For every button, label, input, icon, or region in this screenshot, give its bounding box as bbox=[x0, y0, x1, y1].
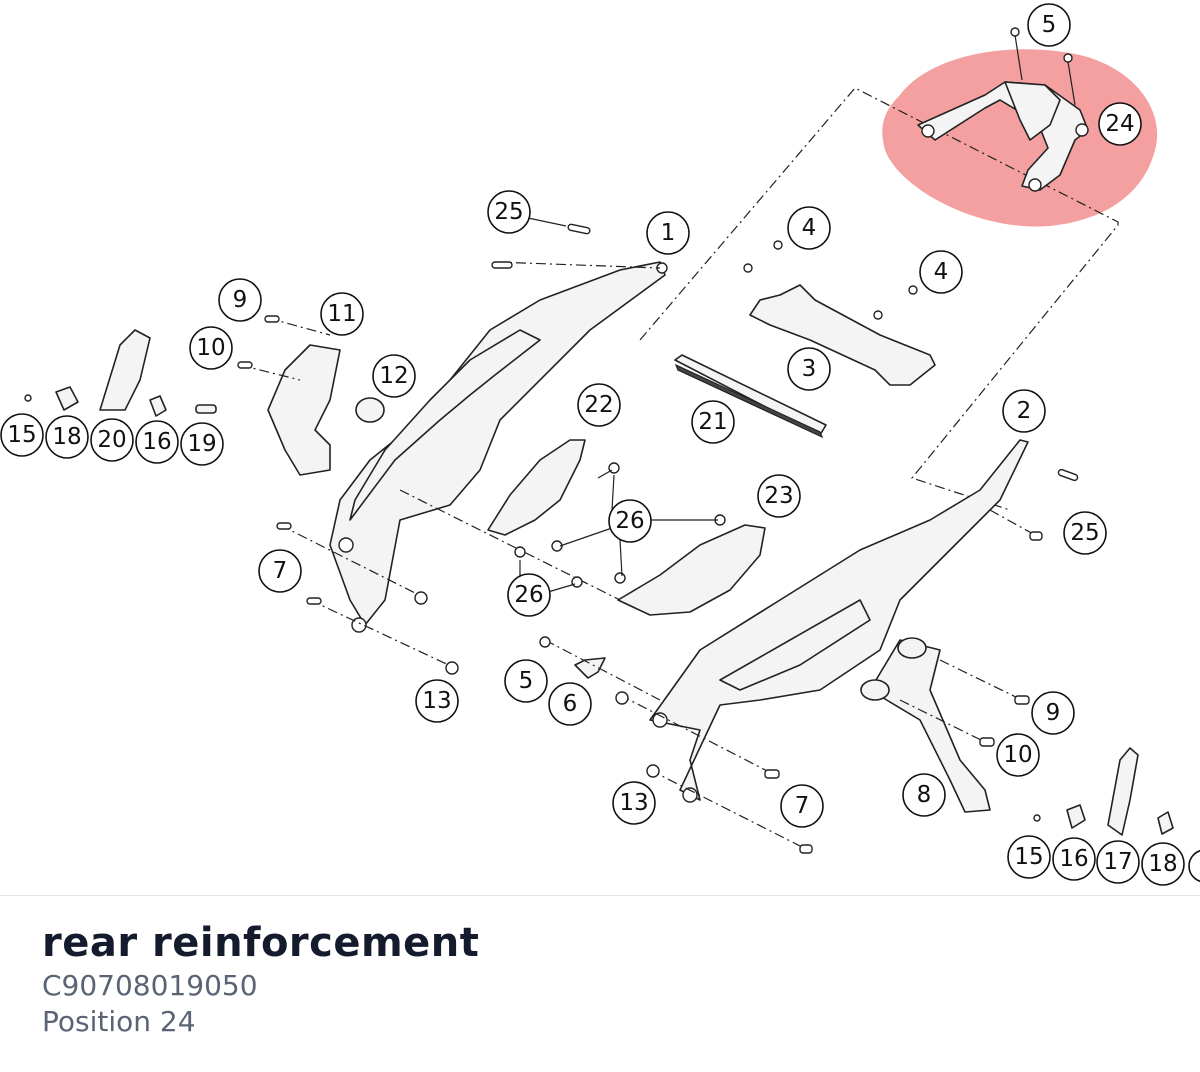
svg-text:18: 18 bbox=[52, 424, 81, 450]
svg-text:20: 20 bbox=[97, 427, 126, 453]
svg-text:23: 23 bbox=[764, 483, 793, 509]
callout-18-right[interactable]: 18 bbox=[1141, 842, 1185, 886]
callout-13-bottom[interactable]: 13 bbox=[612, 781, 656, 825]
callout-20[interactable]: 20 bbox=[90, 418, 134, 462]
callout-9-right[interactable]: 9 bbox=[1031, 691, 1075, 735]
svg-text:5: 5 bbox=[519, 668, 534, 694]
part-info-panel: rear reinforcement C90708019050 Position… bbox=[42, 918, 479, 1040]
part-24-highlight[interactable] bbox=[882, 49, 1158, 227]
part-number: C90708019050 bbox=[42, 969, 258, 1002]
svg-text:26: 26 bbox=[615, 508, 644, 534]
callout-15-left[interactable]: 15 bbox=[0, 413, 44, 457]
part-title: rear reinforcement bbox=[42, 920, 480, 966]
svg-text:7: 7 bbox=[795, 793, 810, 819]
part-2-right-frame[interactable] bbox=[649, 439, 1029, 803]
svg-text:24: 24 bbox=[1105, 111, 1134, 137]
svg-text:4: 4 bbox=[934, 259, 949, 285]
callout-17[interactable]: 17 bbox=[1096, 840, 1140, 884]
callout-24[interactable]: 24 bbox=[1098, 102, 1142, 146]
callout-10-right[interactable]: 10 bbox=[996, 733, 1040, 777]
svg-text:3: 3 bbox=[802, 356, 817, 382]
svg-text:6: 6 bbox=[563, 691, 578, 717]
callout-25-top[interactable]: 25 bbox=[487, 190, 531, 234]
assembly-lines bbox=[239, 261, 1036, 851]
assembly-outline-dashed bbox=[639, 87, 1119, 511]
svg-text:4: 4 bbox=[802, 215, 817, 241]
part-22-cover[interactable] bbox=[487, 439, 586, 536]
svg-text:19: 19 bbox=[187, 431, 216, 457]
callout-11[interactable]: 11 bbox=[320, 292, 364, 336]
part-24-rear-reinforcement[interactable] bbox=[917, 27, 1089, 192]
callout-15-right[interactable]: 15 bbox=[1007, 835, 1051, 879]
svg-text:13: 13 bbox=[422, 688, 451, 714]
fasteners bbox=[237, 217, 1079, 854]
part-6-clip[interactable] bbox=[574, 657, 606, 679]
svg-text:11: 11 bbox=[327, 301, 356, 327]
callout-25-right[interactable]: 25 bbox=[1063, 511, 1107, 555]
svg-text:9: 9 bbox=[1046, 700, 1061, 726]
svg-text:7: 7 bbox=[273, 558, 288, 584]
callout-22[interactable]: 22 bbox=[577, 383, 621, 427]
part-20-left-footpeg[interactable] bbox=[99, 329, 151, 411]
svg-text:16: 16 bbox=[1059, 846, 1088, 872]
callout-10-left[interactable]: 10 bbox=[189, 326, 233, 370]
svg-text:12: 12 bbox=[379, 363, 408, 389]
callout-19[interactable]: 19 bbox=[180, 422, 224, 466]
callout-21[interactable]: 21 bbox=[691, 400, 735, 444]
svg-text:21: 21 bbox=[698, 409, 727, 435]
divider bbox=[0, 895, 1200, 896]
callout-26-b[interactable]: 26 bbox=[507, 573, 551, 617]
callout-5-top[interactable]: 5 bbox=[1027, 3, 1071, 47]
callout-7-bottom[interactable]: 7 bbox=[780, 784, 824, 828]
part-8-right-footrest-bracket[interactable] bbox=[860, 637, 991, 813]
callout-1[interactable]: 1 bbox=[646, 211, 690, 255]
callout-2[interactable]: 2 bbox=[1002, 389, 1046, 433]
svg-text:25: 25 bbox=[494, 199, 523, 225]
svg-text:17: 17 bbox=[1103, 849, 1132, 875]
svg-text:9: 9 bbox=[233, 287, 248, 313]
svg-text:10: 10 bbox=[1003, 742, 1032, 768]
callout-16-right[interactable]: 16 bbox=[1052, 837, 1096, 881]
svg-text:26: 26 bbox=[514, 582, 543, 608]
part-11-left-footrest-bracket[interactable] bbox=[267, 344, 385, 476]
callout-4-b[interactable]: 4 bbox=[919, 250, 963, 294]
callout-cutoff-right bbox=[1188, 849, 1200, 883]
part-1-left-frame[interactable] bbox=[329, 261, 668, 633]
callout-16-left[interactable]: 16 bbox=[135, 420, 179, 464]
svg-text:5: 5 bbox=[1042, 12, 1057, 38]
callout-7-left[interactable]: 7 bbox=[258, 549, 302, 593]
callout-8[interactable]: 8 bbox=[902, 773, 946, 817]
callout-13-left[interactable]: 13 bbox=[415, 679, 459, 723]
part-3-cross-plate[interactable] bbox=[749, 284, 936, 386]
callout-5-mid[interactable]: 5 bbox=[504, 659, 548, 703]
part-23-cover[interactable] bbox=[617, 524, 766, 616]
svg-text:18: 18 bbox=[1148, 851, 1177, 877]
callout-26-a[interactable]: 26 bbox=[608, 499, 652, 543]
svg-text:15: 15 bbox=[7, 422, 36, 448]
callout-12[interactable]: 12 bbox=[372, 354, 416, 398]
svg-text:16: 16 bbox=[142, 429, 171, 455]
svg-text:22: 22 bbox=[584, 392, 613, 418]
callout-18-left[interactable]: 18 bbox=[45, 415, 89, 459]
svg-text:1: 1 bbox=[661, 220, 676, 246]
part-21-rail[interactable] bbox=[674, 354, 827, 439]
callout-6[interactable]: 6 bbox=[548, 682, 592, 726]
svg-text:25: 25 bbox=[1070, 520, 1099, 546]
callout-9-left[interactable]: 9 bbox=[218, 278, 262, 322]
exploded-parts-diagram: 5 24 25 1 4 4 9 11 10 12 3 15 18 20 16 1… bbox=[0, 3, 1200, 886]
callout-23[interactable]: 23 bbox=[757, 474, 801, 518]
part-17-right-footpeg[interactable] bbox=[1107, 747, 1139, 836]
part-position: Position 24 bbox=[42, 1005, 196, 1038]
svg-text:2: 2 bbox=[1017, 398, 1032, 424]
small-parts-right bbox=[1033, 804, 1174, 835]
svg-text:13: 13 bbox=[619, 790, 648, 816]
svg-text:10: 10 bbox=[196, 335, 225, 361]
callout-4-a[interactable]: 4 bbox=[787, 206, 831, 250]
svg-text:15: 15 bbox=[1014, 844, 1043, 870]
callout-3[interactable]: 3 bbox=[787, 347, 831, 391]
svg-text:8: 8 bbox=[917, 782, 932, 808]
small-parts-left bbox=[24, 386, 217, 417]
